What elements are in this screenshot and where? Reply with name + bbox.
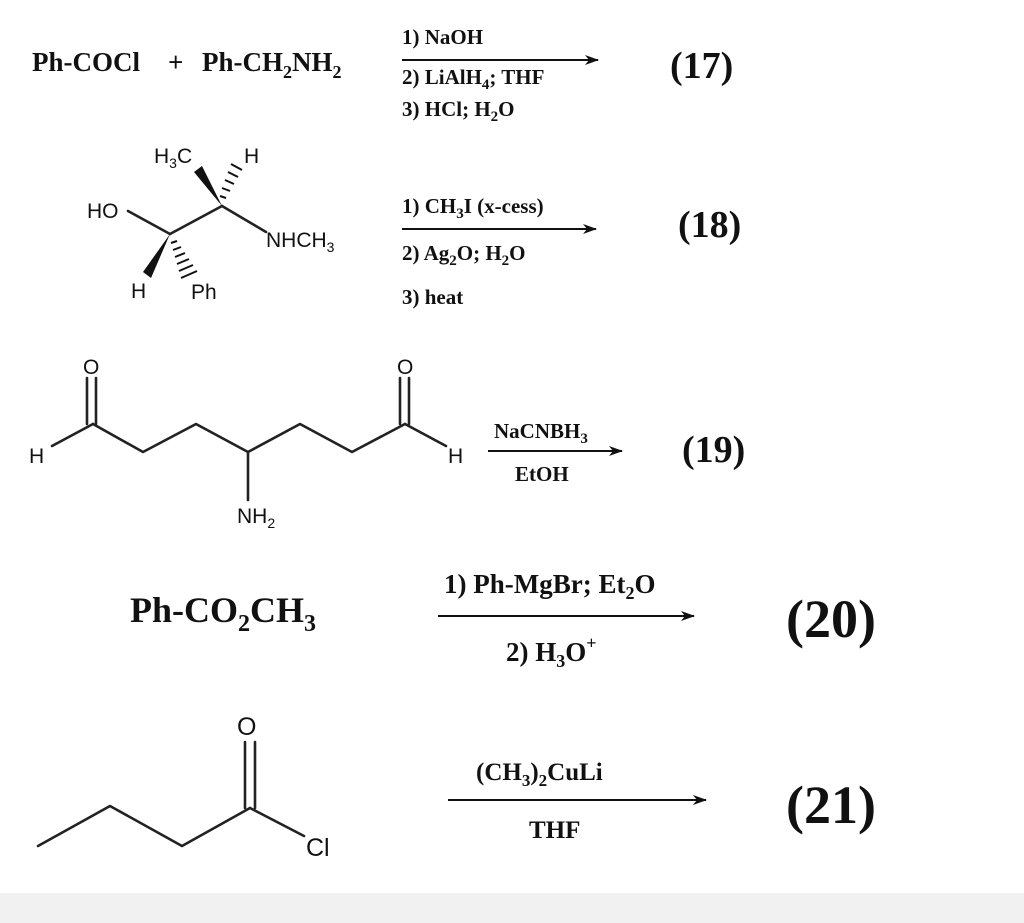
- reaction-19: O O H H NH2 NaCNBH3 EtOH (19): [29, 356, 745, 531]
- label-h3c: H3C: [154, 145, 192, 171]
- wedge-c2-ch3: [194, 166, 222, 206]
- reagent-21-above: (CH3)2CuLi: [476, 759, 603, 790]
- reaction-21: O Cl (CH3)2CuLi THF (21): [36, 713, 876, 862]
- butanoyl-chloride-structure: O Cl: [36, 713, 330, 862]
- label-h-left: H: [29, 445, 44, 468]
- reactant-methyl-benzoate: Ph-CO2CH3: [130, 590, 316, 637]
- condition-18-2: 2) Ag2O; H2O: [402, 241, 526, 269]
- reactant-acyl-chloride: Ph-COCl: [32, 47, 140, 77]
- carbon-chain: [91, 422, 407, 454]
- label-ph: Ph: [191, 281, 217, 304]
- reaction-number-17: (17): [670, 45, 733, 87]
- reaction-number-19: (19): [682, 429, 745, 471]
- plus-sign: +: [168, 47, 183, 77]
- carbon-chain-21: [36, 804, 252, 848]
- label-h-bottom: H: [131, 280, 146, 303]
- bond-h-c1: [50, 422, 95, 448]
- bottom-band: [0, 893, 1024, 923]
- reactant-benzylamine: Ph-CH2NH2: [202, 47, 342, 82]
- condition-17-1: 1) NaOH: [402, 25, 483, 49]
- bond-c1-c2: [168, 204, 224, 236]
- reaction-number-21: (21): [786, 775, 876, 835]
- wedge-c1-h: [143, 234, 170, 278]
- label-h-right: H: [448, 445, 463, 468]
- reagent-21-below: THF: [529, 817, 580, 844]
- reaction-17: Ph-COCl + Ph-CH2NH2 1) NaOH 2) LiAlH4; T…: [32, 25, 733, 125]
- condition-17-2: 2) LiAlH4; THF: [402, 65, 544, 93]
- bond-c-h-right: [403, 422, 448, 448]
- label-o-left: O: [83, 356, 99, 379]
- reagent-19-above: NaCNBH3: [494, 419, 588, 447]
- label-h-top: H: [244, 145, 259, 168]
- reaction-18: H3C H HO NHCH3 H Ph 1) CH3I (x-cess) 2) …: [87, 145, 741, 309]
- condition-18-3: 3) heat: [402, 285, 463, 309]
- label-nhch3: NHCH3: [266, 229, 335, 255]
- ephedrine-structure: H3C H HO NHCH3 H Ph: [87, 145, 335, 304]
- bond-c2-n: [220, 204, 268, 234]
- hash-c1-ph: [170, 240, 198, 279]
- bond-ho-c1: [126, 209, 172, 236]
- label-o: O: [237, 713, 256, 741]
- bond-c-cl: [248, 806, 306, 838]
- label-ho: HO: [87, 200, 119, 223]
- label-cl: Cl: [306, 834, 330, 862]
- dialdehyde-structure: O O H H NH2: [29, 356, 463, 531]
- reaction-20: Ph-CO2CH3 1) Ph-MgBr; Et2O 2) H3O+ (20): [130, 569, 876, 671]
- reaction-scheme: Ph-COCl + Ph-CH2NH2 1) NaOH 2) LiAlH4; T…: [29, 25, 876, 862]
- reagent-20-below: 2) H3O+: [506, 633, 597, 671]
- label-nh2: NH2: [237, 505, 275, 531]
- hash-c2-h: [219, 163, 243, 199]
- reagent-20-above: 1) Ph-MgBr; Et2O: [444, 569, 655, 603]
- condition-17-3: 3) HCl; H2O: [402, 97, 515, 125]
- label-o-right: O: [397, 356, 413, 379]
- condition-18-1: 1) CH3I (x-cess): [402, 194, 544, 222]
- reaction-number-20: (20): [786, 589, 876, 649]
- reaction-number-18: (18): [678, 204, 741, 246]
- reagent-19-below: EtOH: [515, 462, 569, 486]
